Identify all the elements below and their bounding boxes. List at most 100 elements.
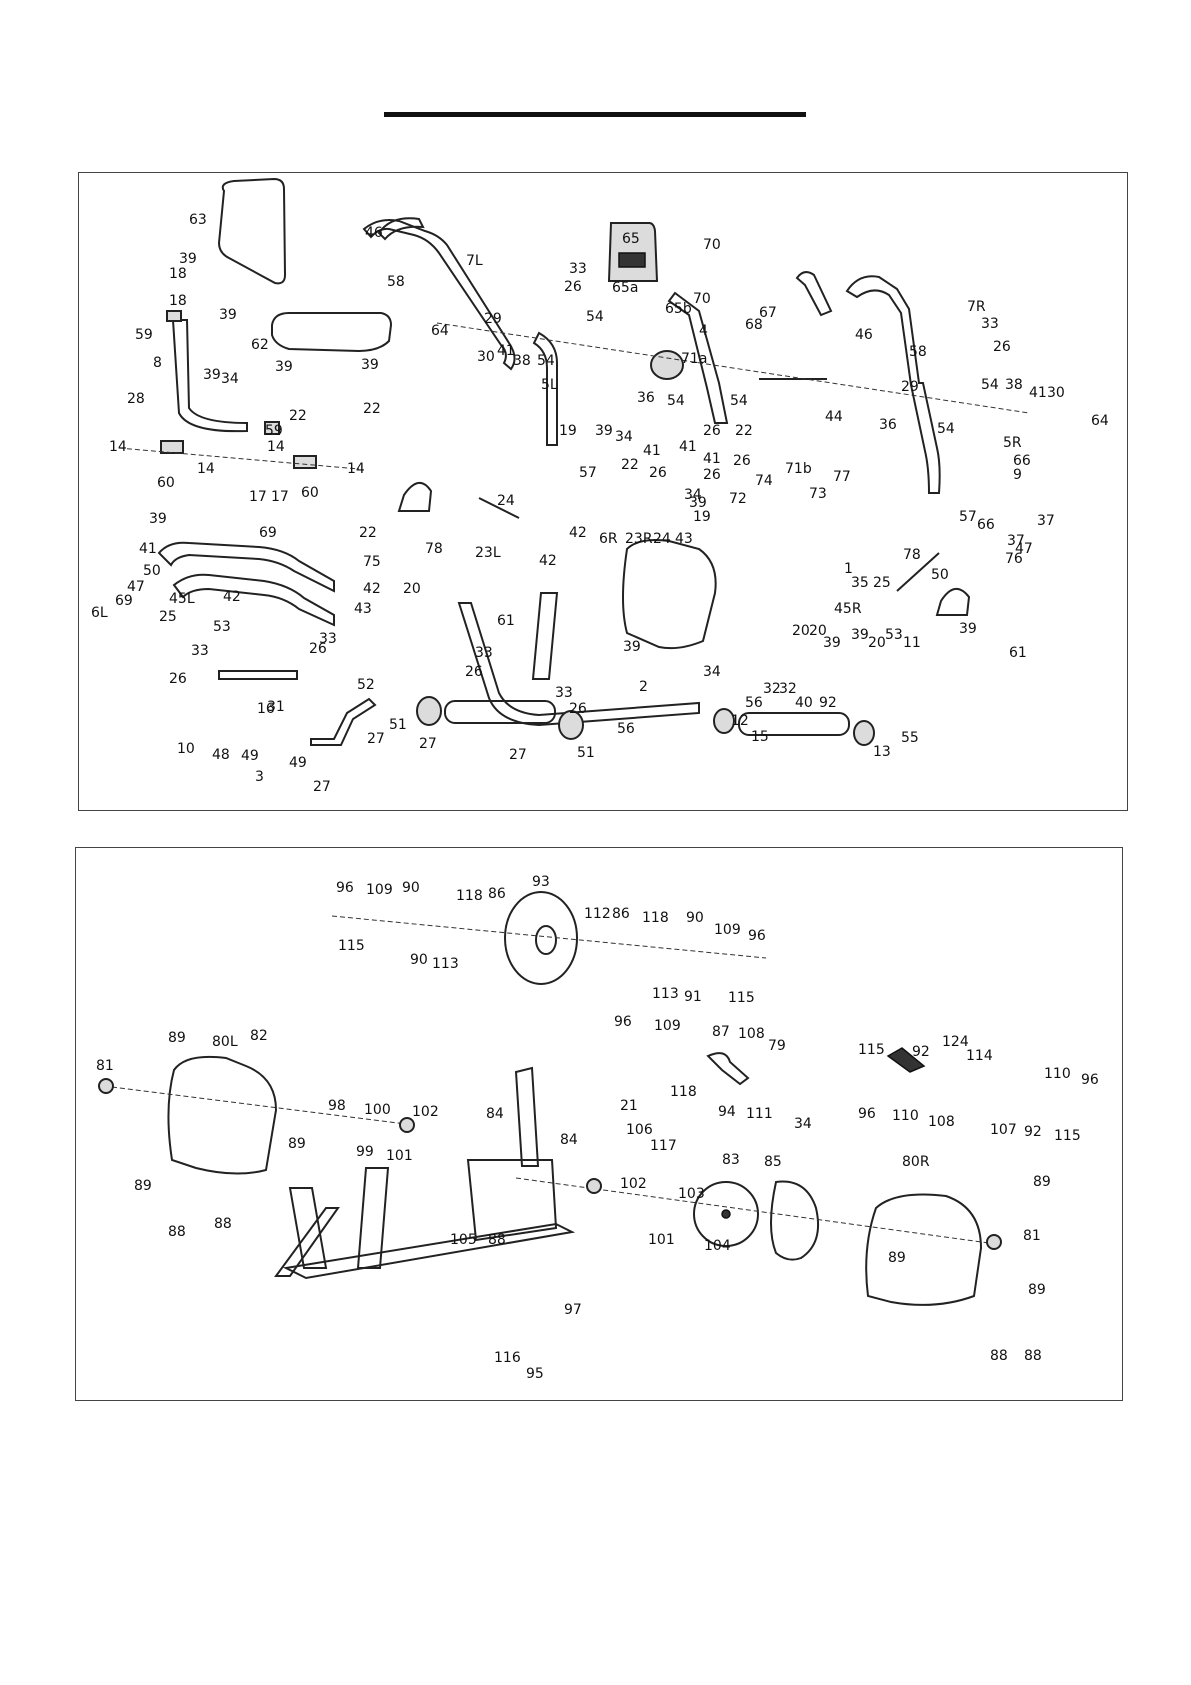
callout: 54 (981, 377, 999, 393)
callout: 40 (795, 695, 813, 711)
callout: 64 (1091, 413, 1109, 429)
callout: 49 (289, 755, 307, 771)
callout: 124 (942, 1034, 969, 1050)
callout: 78 (425, 541, 443, 557)
callout: 60 (301, 485, 319, 501)
callout: 88 (168, 1224, 186, 1240)
callout: 5R (1003, 435, 1022, 451)
callout: 88 (1024, 1348, 1042, 1364)
callout: 45R (834, 601, 862, 617)
part-crank-arm-left (478, 497, 520, 519)
callout: 57 (579, 465, 597, 481)
callout: 53 (885, 627, 903, 643)
callout: 109 (714, 922, 741, 938)
callout: 36 (879, 417, 897, 433)
callout: 10 (177, 741, 195, 757)
lower-callout-labels: 96 109 90 118 86 93 112 86 118 90 109 96… (96, 874, 1099, 1382)
callout: 54 (537, 353, 555, 369)
callout: 44 (825, 409, 843, 425)
callout: 50 (143, 563, 161, 579)
callout: 54 (730, 393, 748, 409)
callout: 57 (959, 509, 977, 525)
part-pedal-left (397, 482, 433, 512)
callout: 12 (731, 713, 749, 729)
callout: 96 (614, 1014, 632, 1030)
callout: 110 (892, 1108, 919, 1124)
callout: 34 (684, 487, 702, 503)
callout: 26 (703, 423, 721, 439)
callout: 108 (928, 1114, 955, 1130)
callout: 116 (494, 1350, 521, 1366)
callout: 17 (271, 489, 289, 505)
part-end-cap-left (416, 696, 442, 726)
callout: 42 (569, 525, 587, 541)
callout: 68 (745, 317, 763, 333)
callout: 117 (650, 1138, 677, 1154)
upper-callout-labels: 63 39 18 18 39 46 7L 58 33 26 29 65 70 6… (91, 212, 1109, 795)
callout: 19 (559, 423, 577, 439)
callout: 96 (858, 1106, 876, 1122)
callout: 33 (475, 645, 493, 661)
part-cap-59-top (166, 310, 182, 322)
callout: 42 (539, 553, 557, 569)
callout: 30 (1047, 385, 1065, 401)
callout: 18 (169, 293, 187, 309)
callout: 69 (115, 593, 133, 609)
callout: 65a (612, 280, 638, 296)
callout: 38 (1005, 377, 1023, 393)
callout: 26 (703, 467, 721, 483)
callout: 26 (993, 339, 1011, 355)
part-grip-right (795, 271, 833, 317)
callout: 34 (615, 429, 633, 445)
part-handlebar-left (362, 219, 516, 371)
callout: 41 (1029, 385, 1047, 401)
callout: 20 (868, 635, 886, 651)
callout: 115 (728, 990, 755, 1006)
part-crank-10 (310, 697, 377, 746)
callout: 81 (96, 1058, 114, 1074)
callout: 103 (678, 1186, 705, 1202)
callout: 55 (901, 730, 919, 746)
callout: 101 (648, 1232, 675, 1248)
callout: 35 (851, 575, 869, 591)
callout: 69 (259, 525, 277, 541)
part-washer-81-right (986, 1234, 1002, 1250)
callout: 81 (1023, 1228, 1041, 1244)
callout: 98 (328, 1098, 346, 1114)
upper-exploded-diagram: 63 39 18 18 39 46 7L 58 33 26 29 65 70 6… (91, 177, 1109, 795)
part-crank-arm-right (896, 552, 940, 592)
part-lower-frame (274, 1207, 340, 1277)
callout: 32 (779, 681, 797, 697)
callout: 118 (456, 888, 483, 904)
callout: 7R (967, 299, 986, 315)
lower-exploded-view-panel: 96 109 90 118 86 93 112 86 118 90 109 96… (75, 847, 1123, 1401)
part-bearing-102-left (399, 1117, 415, 1133)
callout: 80L (212, 1034, 238, 1050)
callout: 39 (361, 357, 379, 373)
callout: 70 (703, 237, 721, 253)
callout: 31 (267, 699, 285, 715)
callout: 5L (541, 377, 558, 393)
callout: 114 (966, 1048, 993, 1064)
part-front-shroud (622, 539, 717, 650)
part-bearing-102-right (586, 1178, 602, 1194)
callout: 95 (526, 1366, 544, 1382)
callout: 16 (257, 701, 275, 717)
part-pedal-right (935, 588, 971, 616)
callout: 63 (189, 212, 207, 228)
callout: 33 (319, 631, 337, 647)
callout: 36 (637, 390, 655, 406)
title-underline (384, 112, 806, 117)
callout: 18 (169, 266, 187, 282)
callout: 41 (703, 451, 721, 467)
callout: 46 (855, 327, 873, 343)
callout: 80R (902, 1154, 930, 1170)
part-frame-post (514, 1066, 540, 1167)
axis-seat-carriage (118, 447, 360, 470)
part-seat-rail (218, 670, 298, 680)
part-cover-left (167, 1055, 278, 1175)
callout: 94 (718, 1104, 736, 1120)
callout: 118 (642, 910, 669, 926)
part-end-cap-right (558, 710, 584, 740)
callout: 97 (564, 1302, 582, 1318)
